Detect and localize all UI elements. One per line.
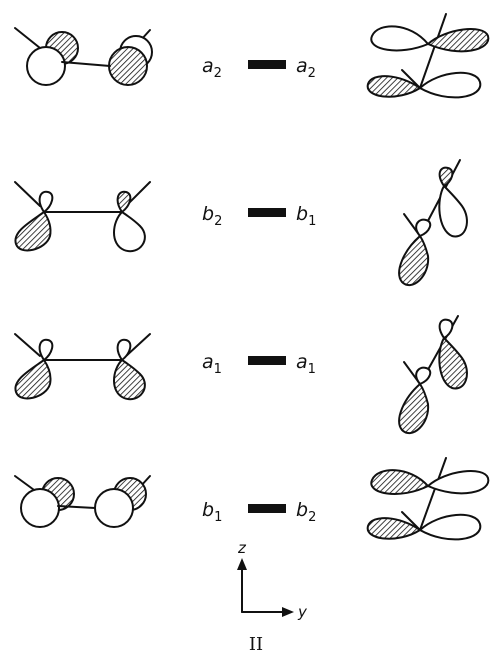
y-axis-label: y xyxy=(297,603,308,621)
right-orbital-a2 xyxy=(366,13,490,99)
right-label-b2: b2 xyxy=(296,499,316,525)
z-axis-label: z xyxy=(237,539,247,557)
left-orbital-b1 xyxy=(14,475,151,528)
right-label-b1: b1 xyxy=(296,203,316,229)
degeneracy-bar xyxy=(248,356,286,365)
row-2: b2 b1 xyxy=(14,159,468,286)
left-label-b2: b2 xyxy=(202,203,222,229)
coordinate-axes: z y xyxy=(237,539,308,621)
degeneracy-bar xyxy=(248,504,286,513)
row-4: b1 b2 xyxy=(14,457,490,541)
structure-label: II xyxy=(249,634,263,655)
right-label-a2: a2 xyxy=(296,55,316,81)
left-label-a2: a2 xyxy=(202,55,222,81)
right-label-a1: a1 xyxy=(296,351,316,377)
left-label-a1: a1 xyxy=(202,351,222,377)
right-orbital-b2 xyxy=(366,457,490,541)
left-orbital-a1 xyxy=(14,333,151,401)
right-orbital-a1 xyxy=(398,315,468,434)
left-label-b1: b1 xyxy=(202,499,222,525)
left-orbital-b2 xyxy=(14,181,151,253)
left-orbital-a2 xyxy=(14,27,153,86)
degeneracy-bar xyxy=(248,208,286,217)
degeneracy-bar xyxy=(248,60,286,69)
row-3: a1 a1 xyxy=(14,315,468,434)
row-1: a2 a2 xyxy=(14,13,490,99)
right-orbital-b1 xyxy=(398,159,468,286)
